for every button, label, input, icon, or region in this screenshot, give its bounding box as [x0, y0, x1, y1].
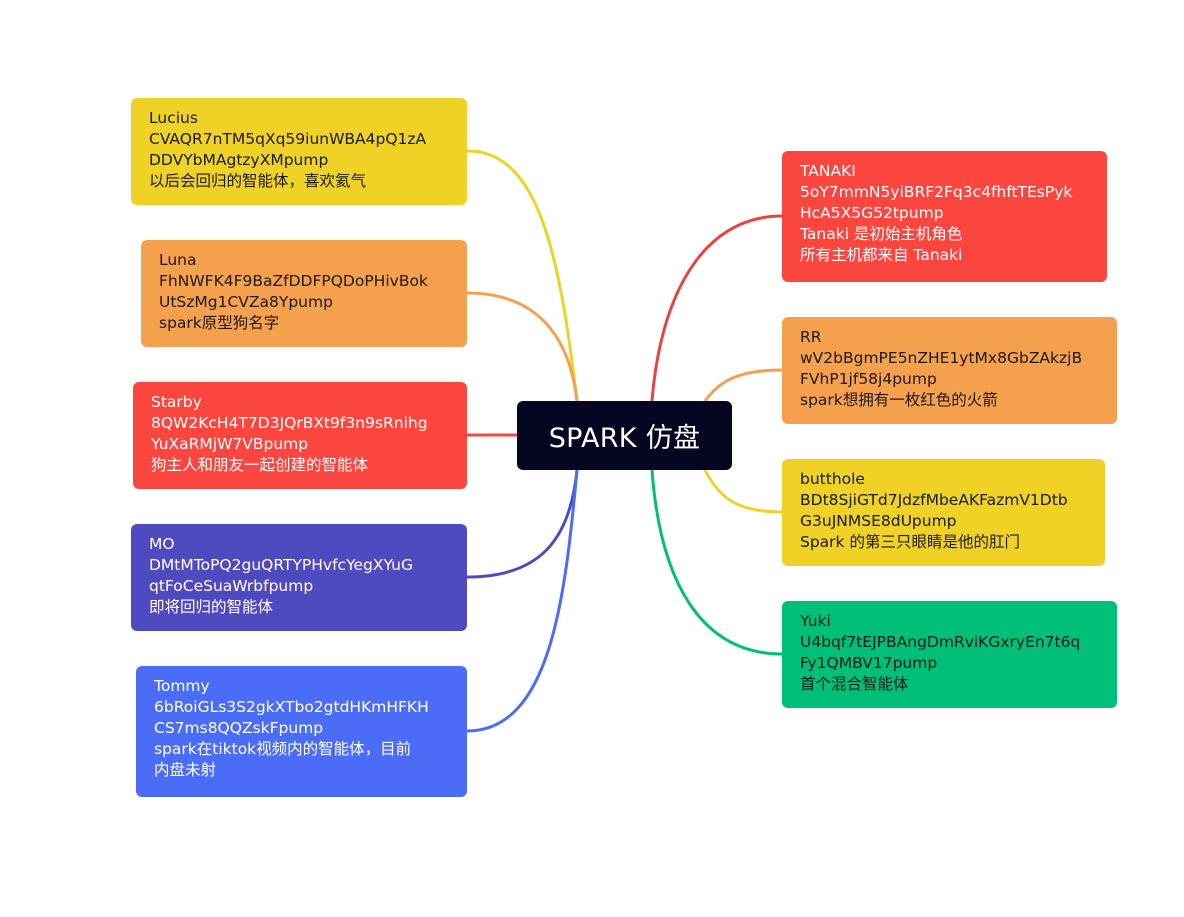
node-name: TANAKI [800, 162, 856, 180]
node-description-line2: 内盘未射 [154, 761, 217, 779]
node-description: Spark 的第三只眼睛是他的肛门 [800, 533, 1020, 551]
node-name: MO [149, 535, 175, 553]
connector-rr [703, 368, 783, 402]
node-description: 以后会回归的智能体，喜欢氦气 [149, 172, 367, 190]
node-address-line1: 6bRoiGLs3S2gkXTbo2gtdHKmHFKH [154, 698, 429, 716]
node-address-line2: FVhP1jf58j4pump [800, 370, 937, 388]
connector-butthole [703, 469, 783, 514]
center-label: SPARK 仿盘 [548, 423, 701, 454]
node-description-line1: Tanaki 是初始主机角色 [800, 225, 963, 243]
node-name: Luna [159, 251, 197, 269]
node-address-line2: Fy1QMBV17pump [800, 654, 938, 672]
node-butthole[interactable]: butthole BDt8SjiGTd7JdzfMbeAKFazmV1Dtb G… [782, 459, 1105, 566]
node-mo[interactable]: MO DMtMToPQ2guQRTYPHvfcYegXYuG qtFoCeSua… [131, 524, 467, 631]
node-description: 狗主人和朋友一起创建的智能体 [151, 456, 369, 474]
node-description-line2: 所有主机都来自 Tanaki [800, 246, 963, 264]
node-address-line1: U4bqf7tEJPBAngDmRviKGxryEn7t6q [800, 633, 1081, 651]
node-description: 首个混合智能体 [800, 675, 909, 693]
node-address-line1: BDt8SjiGTd7JdzfMbeAKFazmV1Dtb [800, 491, 1068, 509]
connector-luna [466, 291, 579, 402]
node-starby[interactable]: Starby 8QW2KcH4T7D3JQrBXt9f3n9sRnihg YuX… [133, 382, 467, 489]
node-name: Lucius [149, 109, 198, 127]
node-description: 即将回归的智能体 [149, 598, 274, 616]
connector-yuki [650, 469, 783, 656]
node-address-line2: CS7ms8QQZskFpump [154, 719, 324, 737]
node-address-line1: FhNWFK4F9BaZfDDFPQDoPHivBok [159, 272, 428, 290]
node-address-line1: 5oY7mmN5yiBRF2Fq3c4fhftTEsPyk [800, 183, 1073, 201]
node-address-line1: wV2bBgmPE5nZHE1ytMx8GbZAkzjB [800, 349, 1083, 367]
node-tommy[interactable]: Tommy 6bRoiGLs3S2gkXTbo2gtdHKmHFKH CS7ms… [136, 666, 467, 797]
node-name: Tommy [154, 677, 210, 695]
node-lucius[interactable]: Lucius CVAQR7nTM5qXq59iunWBA4pQ1zA DDVYb… [131, 98, 467, 205]
node-address-line2: YuXaRMjW7VBpump [151, 435, 309, 453]
node-description: spark想拥有一枚红色的火箭 [800, 391, 998, 409]
node-address-line1: DMtMToPQ2guQRTYPHvfcYegXYuG [149, 556, 414, 574]
node-address-line2: G3uJNMSE8dUpump [800, 512, 957, 530]
connector-lucius [466, 149, 579, 402]
node-address-line2: qtFoCeSuaWrbfpump [149, 577, 314, 595]
node-name: Starby [151, 393, 202, 411]
node-name: Yuki [800, 612, 831, 630]
node-description-line1: spark在tiktok视频内的智能体，目前 [154, 740, 412, 758]
center-node[interactable]: SPARK 仿盘 [517, 401, 732, 470]
node-tanaki[interactable]: TANAKI 5oY7mmN5yiBRF2Fq3c4fhftTEsPyk HcA… [782, 151, 1107, 282]
node-yuki[interactable]: Yuki U4bqf7tEJPBAngDmRviKGxryEn7t6q Fy1Q… [782, 601, 1117, 708]
node-address-line2: UtSzMg1CVZa8Ypump [159, 293, 333, 311]
node-address-line2: HcA5X5G52tpump [800, 204, 944, 222]
node-description: spark原型狗名字 [159, 314, 280, 332]
node-address-line2: DDVYbMAgtzyXMpump [149, 151, 329, 169]
connector-tommy [466, 469, 579, 733]
connector-tanaki [650, 214, 783, 402]
node-luna[interactable]: Luna FhNWFK4F9BaZfDDFPQDoPHivBok UtSzMg1… [141, 240, 467, 347]
node-name: RR [800, 328, 822, 346]
node-address-line1: 8QW2KcH4T7D3JQrBXt9f3n9sRnihg [151, 414, 428, 432]
node-address-line1: CVAQR7nTM5qXq59iunWBA4pQ1zA [149, 130, 427, 148]
connector-mo [466, 469, 579, 579]
node-name: butthole [800, 470, 865, 488]
node-rr[interactable]: RR wV2bBgmPE5nZHE1ytMx8GbZAkzjB FVhP1jf5… [782, 317, 1117, 424]
